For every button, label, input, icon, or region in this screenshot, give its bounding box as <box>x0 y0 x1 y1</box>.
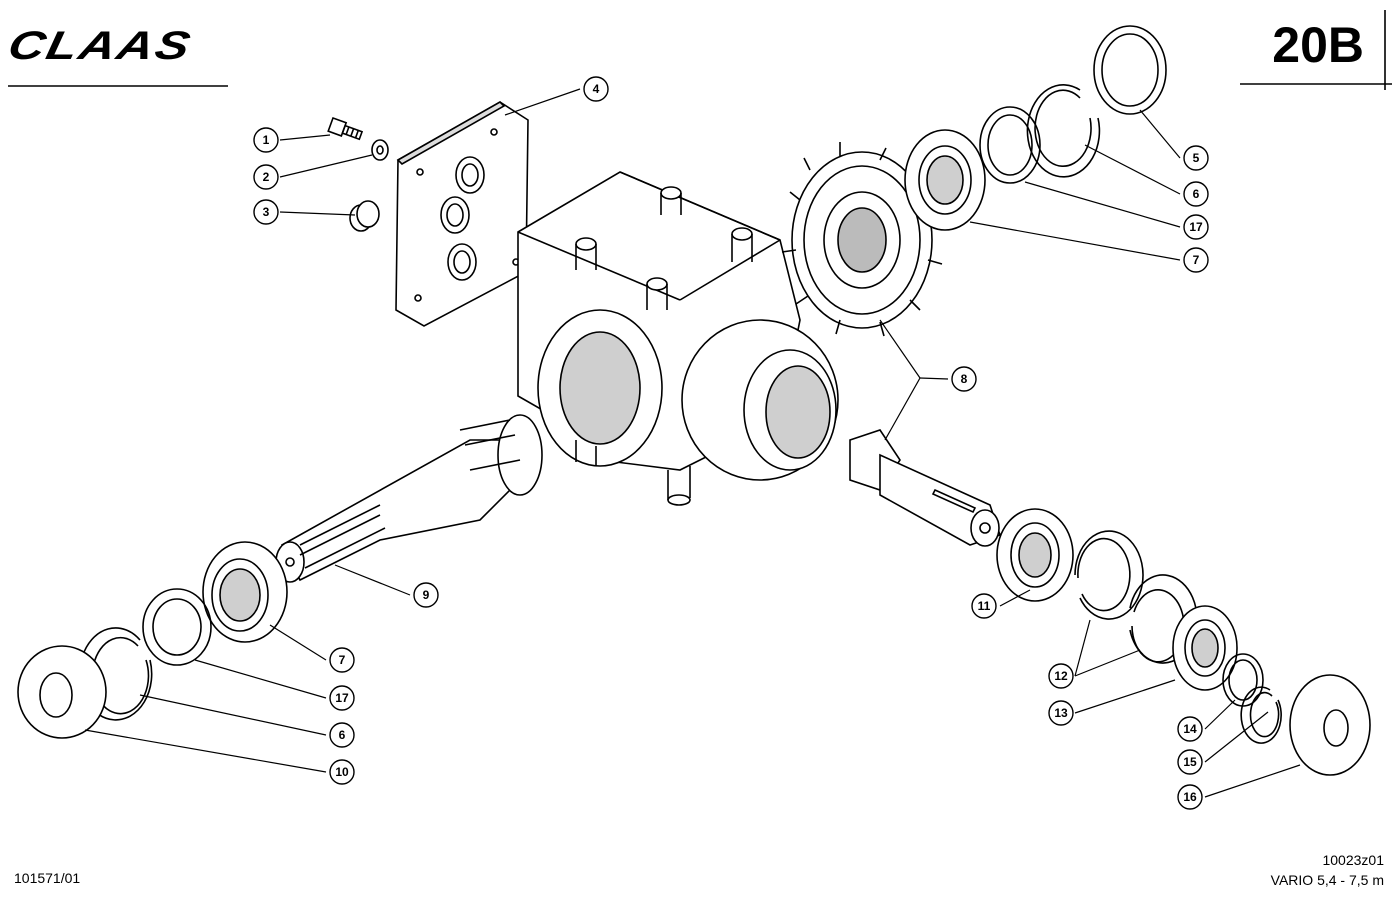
circlip-15-part <box>1240 686 1282 744</box>
callout-label-3: 3 <box>263 205 270 219</box>
seal-lower-left-part <box>17 645 107 739</box>
callout-label-6-lower: 6 <box>339 728 346 742</box>
callout-6-lower: 6 <box>329 722 355 748</box>
callout-6-upper: 6 <box>1183 181 1209 207</box>
callout-8: 8 <box>951 366 977 392</box>
callout-label-15: 15 <box>1183 755 1197 769</box>
callout-7-lower: 7 <box>329 647 355 673</box>
figure-number: 10023z01 <box>1322 852 1384 868</box>
callout-label-7-upper: 7 <box>1193 253 1200 267</box>
callout-label-7-lower: 7 <box>339 653 346 667</box>
callout-16: 16 <box>1177 784 1203 810</box>
washer-part <box>371 139 389 161</box>
callout-label-17-lower: 17 <box>335 691 349 705</box>
bevel-gear-part <box>781 142 943 337</box>
model-label: VARIO 5,4 - 7,5 m <box>1270 872 1384 888</box>
bearing-upper-right-part <box>904 129 986 231</box>
callout-label-14: 14 <box>1183 722 1197 736</box>
bolt-part <box>327 116 364 141</box>
document-number: 101571/01 <box>14 870 81 886</box>
callout-2: 2 <box>253 164 279 190</box>
callout-15: 15 <box>1177 749 1203 775</box>
callout-11: 11 <box>971 593 997 619</box>
callout-12: 12 <box>1048 663 1074 689</box>
cover-plate-part <box>395 101 529 327</box>
callout-label-16: 16 <box>1183 790 1197 804</box>
callout-label-1: 1 <box>263 133 270 147</box>
callout-1: 1 <box>253 127 279 153</box>
shim-ring-upper-part <box>979 106 1041 184</box>
bearing-lower-left-part <box>202 541 288 643</box>
callout-label-2: 2 <box>263 170 270 184</box>
callout-17-lower: 17 <box>329 685 355 711</box>
callout-label-8: 8 <box>961 372 968 386</box>
callout-label-10: 10 <box>335 765 349 779</box>
seal-sleeve-upper-part <box>1093 25 1167 115</box>
splined-shaft-part <box>275 414 543 583</box>
callout-label-4: 4 <box>593 82 600 96</box>
pinion-shaft-part <box>849 429 1002 547</box>
callout-14: 14 <box>1177 716 1203 742</box>
callout-label-13: 13 <box>1054 706 1068 720</box>
callout-5: 5 <box>1183 145 1209 171</box>
leader-lines <box>84 88 1301 798</box>
callout-4: 4 <box>583 76 609 102</box>
callout-group: 1 2 3 4 5 6 17 7 8 9 7 17 6 10 11 12 13 … <box>253 76 1209 810</box>
plug-part <box>349 200 380 232</box>
callout-label-17-upper: 17 <box>1189 220 1203 234</box>
seal-16-part <box>1289 674 1371 776</box>
callout-10: 10 <box>329 759 355 785</box>
callout-label-12: 12 <box>1054 669 1068 683</box>
callout-13: 13 <box>1048 700 1074 726</box>
bearing-13-part <box>1172 605 1238 691</box>
callout-17-upper: 17 <box>1183 214 1209 240</box>
callout-7-upper: 7 <box>1183 247 1209 273</box>
callout-label-6-upper: 6 <box>1193 187 1200 201</box>
gearbox-housing <box>517 171 839 506</box>
callout-3: 3 <box>253 199 279 225</box>
bearing-lower-right-part <box>996 508 1074 602</box>
callout-label-5: 5 <box>1193 151 1200 165</box>
shim-14-part <box>1222 653 1264 707</box>
page-number: 20B <box>1272 17 1364 73</box>
shim-ring-lower-left-part <box>142 588 212 666</box>
callout-label-9: 9 <box>423 588 430 602</box>
circlip-upper-part <box>1026 84 1101 178</box>
callout-label-11: 11 <box>978 599 991 613</box>
callout-9: 9 <box>413 582 439 608</box>
